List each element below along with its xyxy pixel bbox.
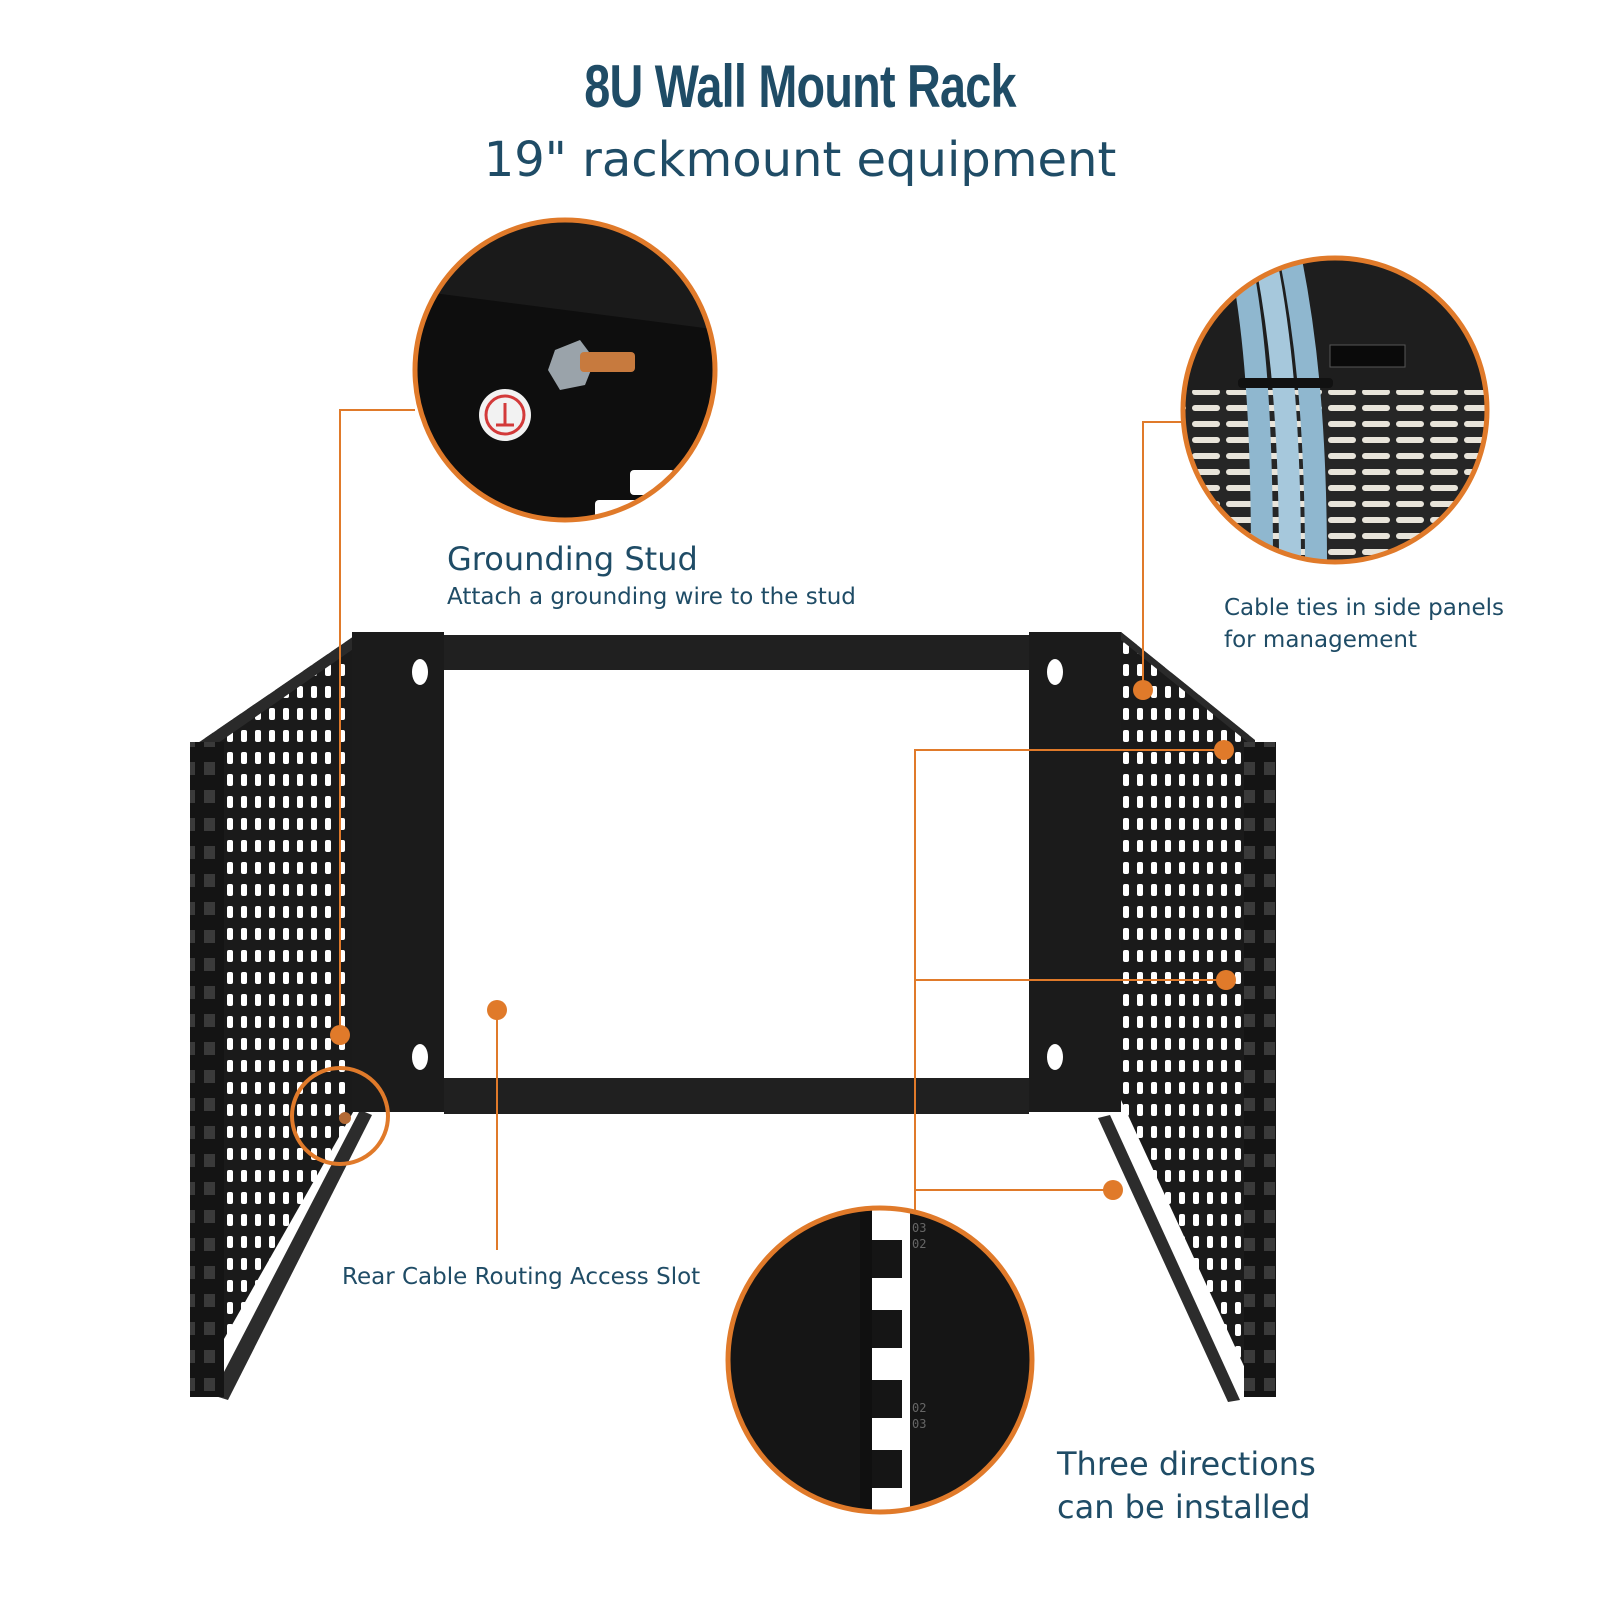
rail-label-top: 03	[912, 1221, 926, 1235]
right-rear-upright	[1029, 632, 1121, 1112]
rail-label-top2: 02	[912, 1237, 926, 1251]
copper-stud-icon	[580, 352, 635, 372]
grounding-stud-text: Attach a grounding wire to the stud	[447, 584, 856, 610]
cable-ties-line2: for management	[1224, 627, 1418, 653]
rear-slot-label: Rear Cable Routing Access Slot	[342, 1264, 701, 1290]
right-side-panel	[1121, 632, 1255, 1390]
rail-label-bottom: 02	[912, 1401, 926, 1415]
rack-body	[190, 632, 1276, 1402]
callout-lines	[339, 409, 1226, 1250]
directions-line1: Three directions	[1057, 1445, 1316, 1483]
right-front-rail	[1244, 742, 1276, 1397]
left-side-panel	[195, 632, 360, 1390]
cable-ties-detail	[1180, 255, 1490, 565]
rail-label-bottom2: 03	[912, 1417, 926, 1431]
callout-dots	[330, 680, 1236, 1200]
left-rear-upright	[352, 632, 444, 1112]
bottom-crossbar	[444, 1078, 1029, 1114]
left-front-rail	[190, 742, 224, 1397]
cable-ties-line1: Cable ties in side panels	[1224, 595, 1504, 621]
grounding-stud-detail	[412, 217, 718, 523]
rail-detail: 03 02 02 03	[725, 1205, 1035, 1515]
top-crossbar	[444, 635, 1029, 670]
page-subtitle: 19" rackmount equipment	[483, 132, 1117, 188]
cable-tie-icon	[1238, 378, 1333, 388]
directions-line2: can be installed	[1057, 1488, 1311, 1526]
grounding-stud-title: Grounding Stud	[447, 540, 698, 578]
page-title: 8U Wall Mount Rack	[584, 53, 1016, 120]
stud-location-ring	[290, 1066, 390, 1166]
